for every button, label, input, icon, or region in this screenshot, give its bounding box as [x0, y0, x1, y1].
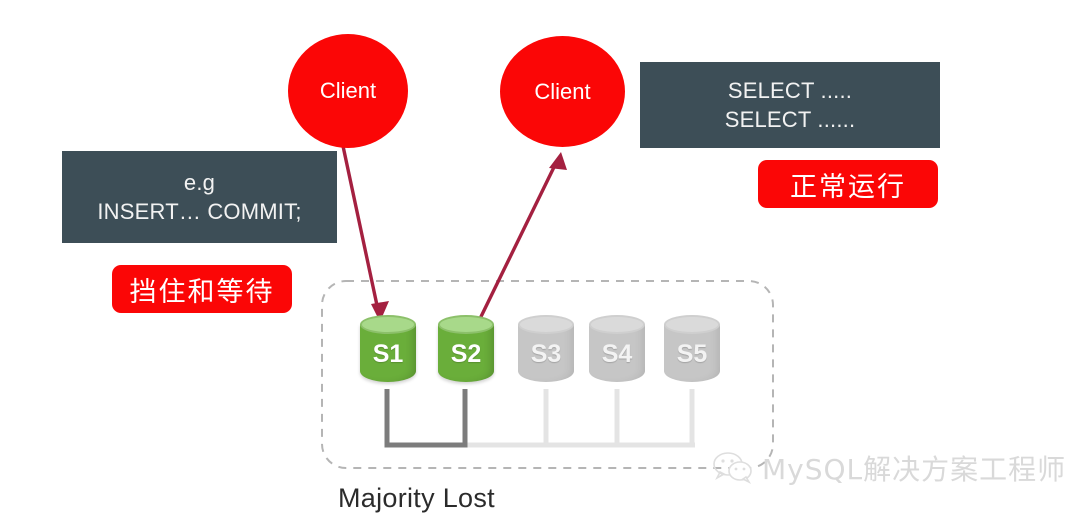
code-box-select: SELECT ..... SELECT ......: [640, 62, 940, 148]
server-label: S2: [450, 339, 482, 368]
watermark-text: MySQL解决方案工程师: [762, 453, 1067, 486]
connector-s1-s2: [384, 389, 468, 448]
cylinder-top: [438, 315, 494, 334]
cylinder-top: [664, 315, 720, 334]
cylinder-top: [360, 315, 416, 334]
arrow-client-to-s1: [341, 145, 389, 322]
server-node-s1: S1: [360, 315, 416, 389]
cylinder-top: [518, 315, 574, 334]
code-line-1: SELECT .....: [727, 77, 853, 103]
client-node-right: Client: [500, 36, 625, 147]
server-label: S3: [530, 339, 562, 368]
status-badge-normal: 正常运行: [758, 160, 938, 208]
code-line-2: SELECT ......: [724, 107, 856, 132]
client-node-left: Client: [288, 34, 408, 148]
server-label: S5: [676, 339, 708, 368]
arrow-s2-to-client: [472, 152, 567, 332]
server-node-s5: S5: [664, 315, 720, 389]
diagram-caption: Majority Lost: [338, 483, 495, 513]
server-node-s3: S3: [518, 315, 574, 389]
server-node-s4: S4: [589, 315, 645, 389]
wechat-icon: [713, 452, 752, 484]
server-label: S4: [601, 339, 633, 368]
watermark: MySQL解决方案工程师: [712, 448, 1066, 488]
code-box-insert: e.g INSERT… COMMIT;: [62, 151, 337, 243]
code-line-2: INSERT… COMMIT;: [97, 199, 302, 224]
server-label: S1: [372, 339, 404, 368]
server-node-s2: S2: [438, 315, 494, 389]
code-line-1: e.g: [183, 169, 216, 195]
status-badge-blocked: 挡住和等待: [112, 265, 292, 313]
cylinder-top: [589, 315, 645, 334]
